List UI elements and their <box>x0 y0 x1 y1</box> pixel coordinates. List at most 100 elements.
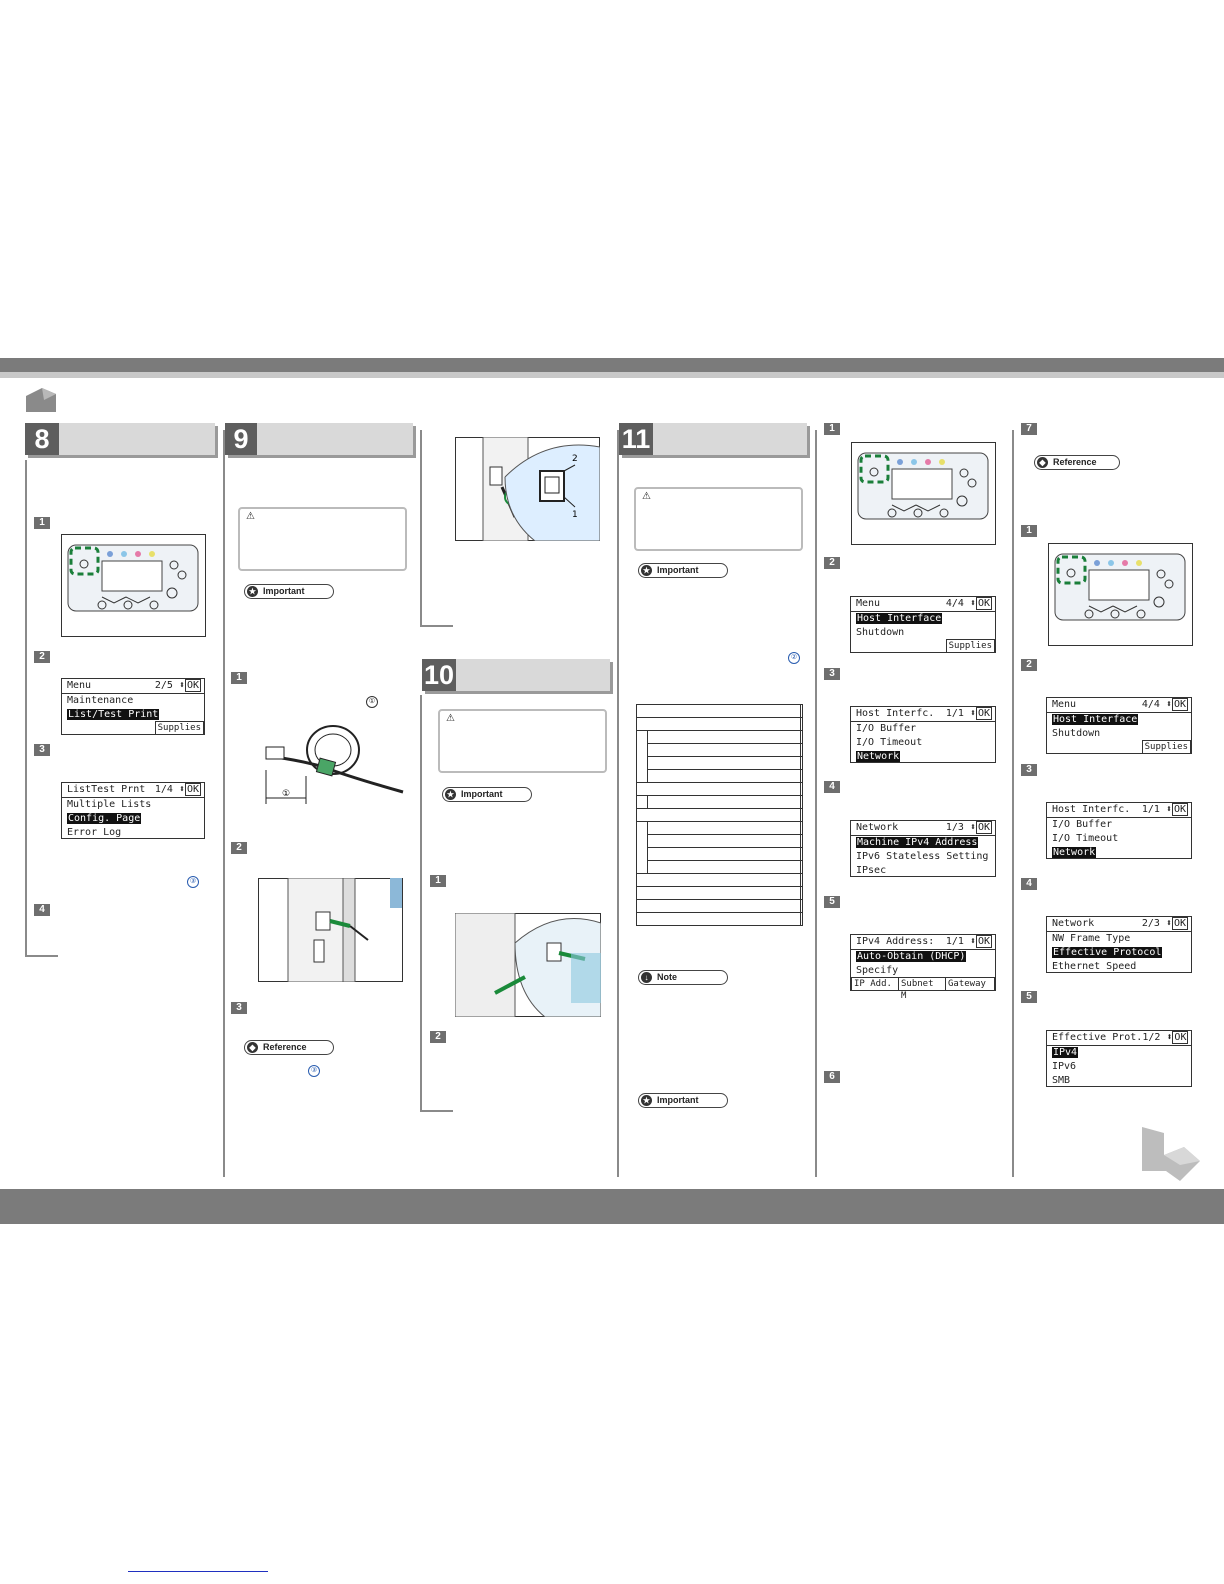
important-label: ★ Important <box>442 787 532 802</box>
pill-text: Important <box>461 789 503 799</box>
control-panel-drawing <box>857 452 989 520</box>
section-bracket <box>420 695 422 1112</box>
lcd-item: IPsec <box>856 865 887 876</box>
pill-text: Note <box>657 972 677 982</box>
lcd-title: ListTest Prnt <box>67 784 146 795</box>
lcd-ok: OK <box>1171 803 1188 816</box>
lcd-item-selected: Host Interface <box>1052 714 1139 725</box>
lcd-softkey: Supplies <box>154 721 204 734</box>
page-ref-marker: ② <box>788 652 800 664</box>
lcd-item: Shutdown <box>1052 728 1101 739</box>
bottom-bar <box>0 1189 1224 1224</box>
step-number: 5 <box>824 896 840 908</box>
lcd-softkey: Supplies <box>945 639 995 652</box>
lcd-item-selected: IPv4 <box>1052 1047 1079 1058</box>
lcd-host-interface-screen: Host Interfc.1/1 ⬍OK I/O Buffer I/O Time… <box>1046 802 1192 859</box>
lcd-softkey: Subnet M <box>898 977 946 1001</box>
section-number: 9 <box>225 423 257 455</box>
column-divider <box>815 430 817 1177</box>
ethernet-port-illustration: 2 1 <box>455 437 600 541</box>
lcd-page: 1/3 <box>945 822 964 833</box>
lcd-page: 1/4 <box>154 784 173 795</box>
lcd-item-selected: List/Test Print <box>67 709 160 720</box>
step-number: 2 <box>430 1031 446 1043</box>
lcd-item: Ethernet Speed <box>1052 961 1137 972</box>
pill-text: Reference <box>1053 457 1097 467</box>
lcd-item-selected: Machine IPv4 Address <box>856 837 979 848</box>
lcd-page: 1/1 <box>1141 804 1160 815</box>
lcd-item: NW Frame Type <box>1052 933 1131 944</box>
step-number: 3 <box>824 668 840 680</box>
lcd-ok: OK <box>184 679 201 692</box>
reference-icon: ◆ <box>247 1042 258 1053</box>
column-divider <box>1012 430 1014 1177</box>
page-ref-marker: ③ <box>308 1065 320 1077</box>
lcd-item: I/O Timeout <box>1052 833 1119 844</box>
lcd-softkey: IP Add. <box>851 977 899 990</box>
note-label: ↓ Note <box>638 970 728 985</box>
step-number: 4 <box>34 904 50 916</box>
lcd-item: I/O Buffer <box>856 723 917 734</box>
cable-insert-illustration <box>455 913 601 1017</box>
star-icon: ★ <box>641 1095 652 1106</box>
lcd-page: 4/4 <box>945 598 964 609</box>
ferrite-core-illustration: ① <box>265 725 404 804</box>
lcd-ok: OK <box>1171 698 1188 711</box>
step-number: 1 <box>824 423 840 435</box>
column-divider <box>617 430 619 1177</box>
star-icon: ★ <box>641 565 652 576</box>
port-label: 1 <box>572 510 578 520</box>
lcd-item-selected: Effective Protocol <box>1052 947 1163 958</box>
step-number: 3 <box>1021 764 1037 776</box>
lcd-title: IPv4 Address: <box>856 936 935 947</box>
lcd-item: I/O Timeout <box>856 737 923 748</box>
important-label: ★ Important <box>638 563 728 578</box>
step-number: 2 <box>34 651 50 663</box>
lcd-item: IPv6 Stateless Setting <box>856 851 989 862</box>
step-number: 7 <box>1021 423 1037 435</box>
lcd-host-interface-screen: Host Interfc.1/1 ⬍OK I/O Buffer I/O Time… <box>850 706 996 763</box>
section-header-10: 10 <box>422 659 610 691</box>
step-number: 2 <box>1021 659 1037 671</box>
section-header-11: 11 <box>619 423 807 455</box>
port-label: 2 <box>572 454 578 464</box>
lcd-page: 2/3 <box>1141 918 1160 929</box>
footer-link-underline[interactable] <box>128 1571 268 1572</box>
top-bar <box>0 358 1224 372</box>
step-number: 1 <box>430 875 446 887</box>
pill-text: Important <box>657 1095 699 1105</box>
lcd-ok: OK <box>975 597 992 610</box>
lcd-ok: OK <box>1171 917 1188 930</box>
section-bracket-end <box>420 1110 453 1112</box>
pill-text: Reference <box>263 1042 307 1052</box>
control-panel-illustration <box>1048 543 1193 646</box>
page-ref-marker: ③ <box>187 876 199 888</box>
lcd-title: Effective Prot. <box>1052 1032 1143 1043</box>
lcd-title: Network <box>1052 918 1095 929</box>
lcd-item: IPv6 <box>1052 1061 1077 1072</box>
lcd-ok: OK <box>1172 1031 1189 1044</box>
control-panel-drawing <box>1054 553 1186 621</box>
lcd-title: Host Interfc. <box>856 708 935 719</box>
lcd-softkey: Supplies <box>1141 740 1191 753</box>
caution-box: ⚠ <box>634 487 803 551</box>
important-label: ★ Important <box>638 1093 728 1108</box>
step-number: 3 <box>231 1002 247 1014</box>
lcd-item-selected: Network <box>856 751 901 762</box>
important-label: ★ Important <box>244 584 334 599</box>
warning-icon: ⚠ <box>446 713 455 724</box>
section-bracket <box>25 460 27 957</box>
lcd-title: Menu <box>67 680 92 691</box>
next-page-arrow-icon[interactable] <box>1140 1125 1202 1183</box>
lcd-title: Menu <box>1052 699 1077 710</box>
section-number: 8 <box>25 423 59 455</box>
control-panel-illustration <box>61 534 206 637</box>
step-number: 4 <box>1021 878 1037 890</box>
lcd-item: Multiple Lists <box>67 799 152 810</box>
control-panel-drawing <box>67 544 199 612</box>
star-icon: ★ <box>445 789 456 800</box>
